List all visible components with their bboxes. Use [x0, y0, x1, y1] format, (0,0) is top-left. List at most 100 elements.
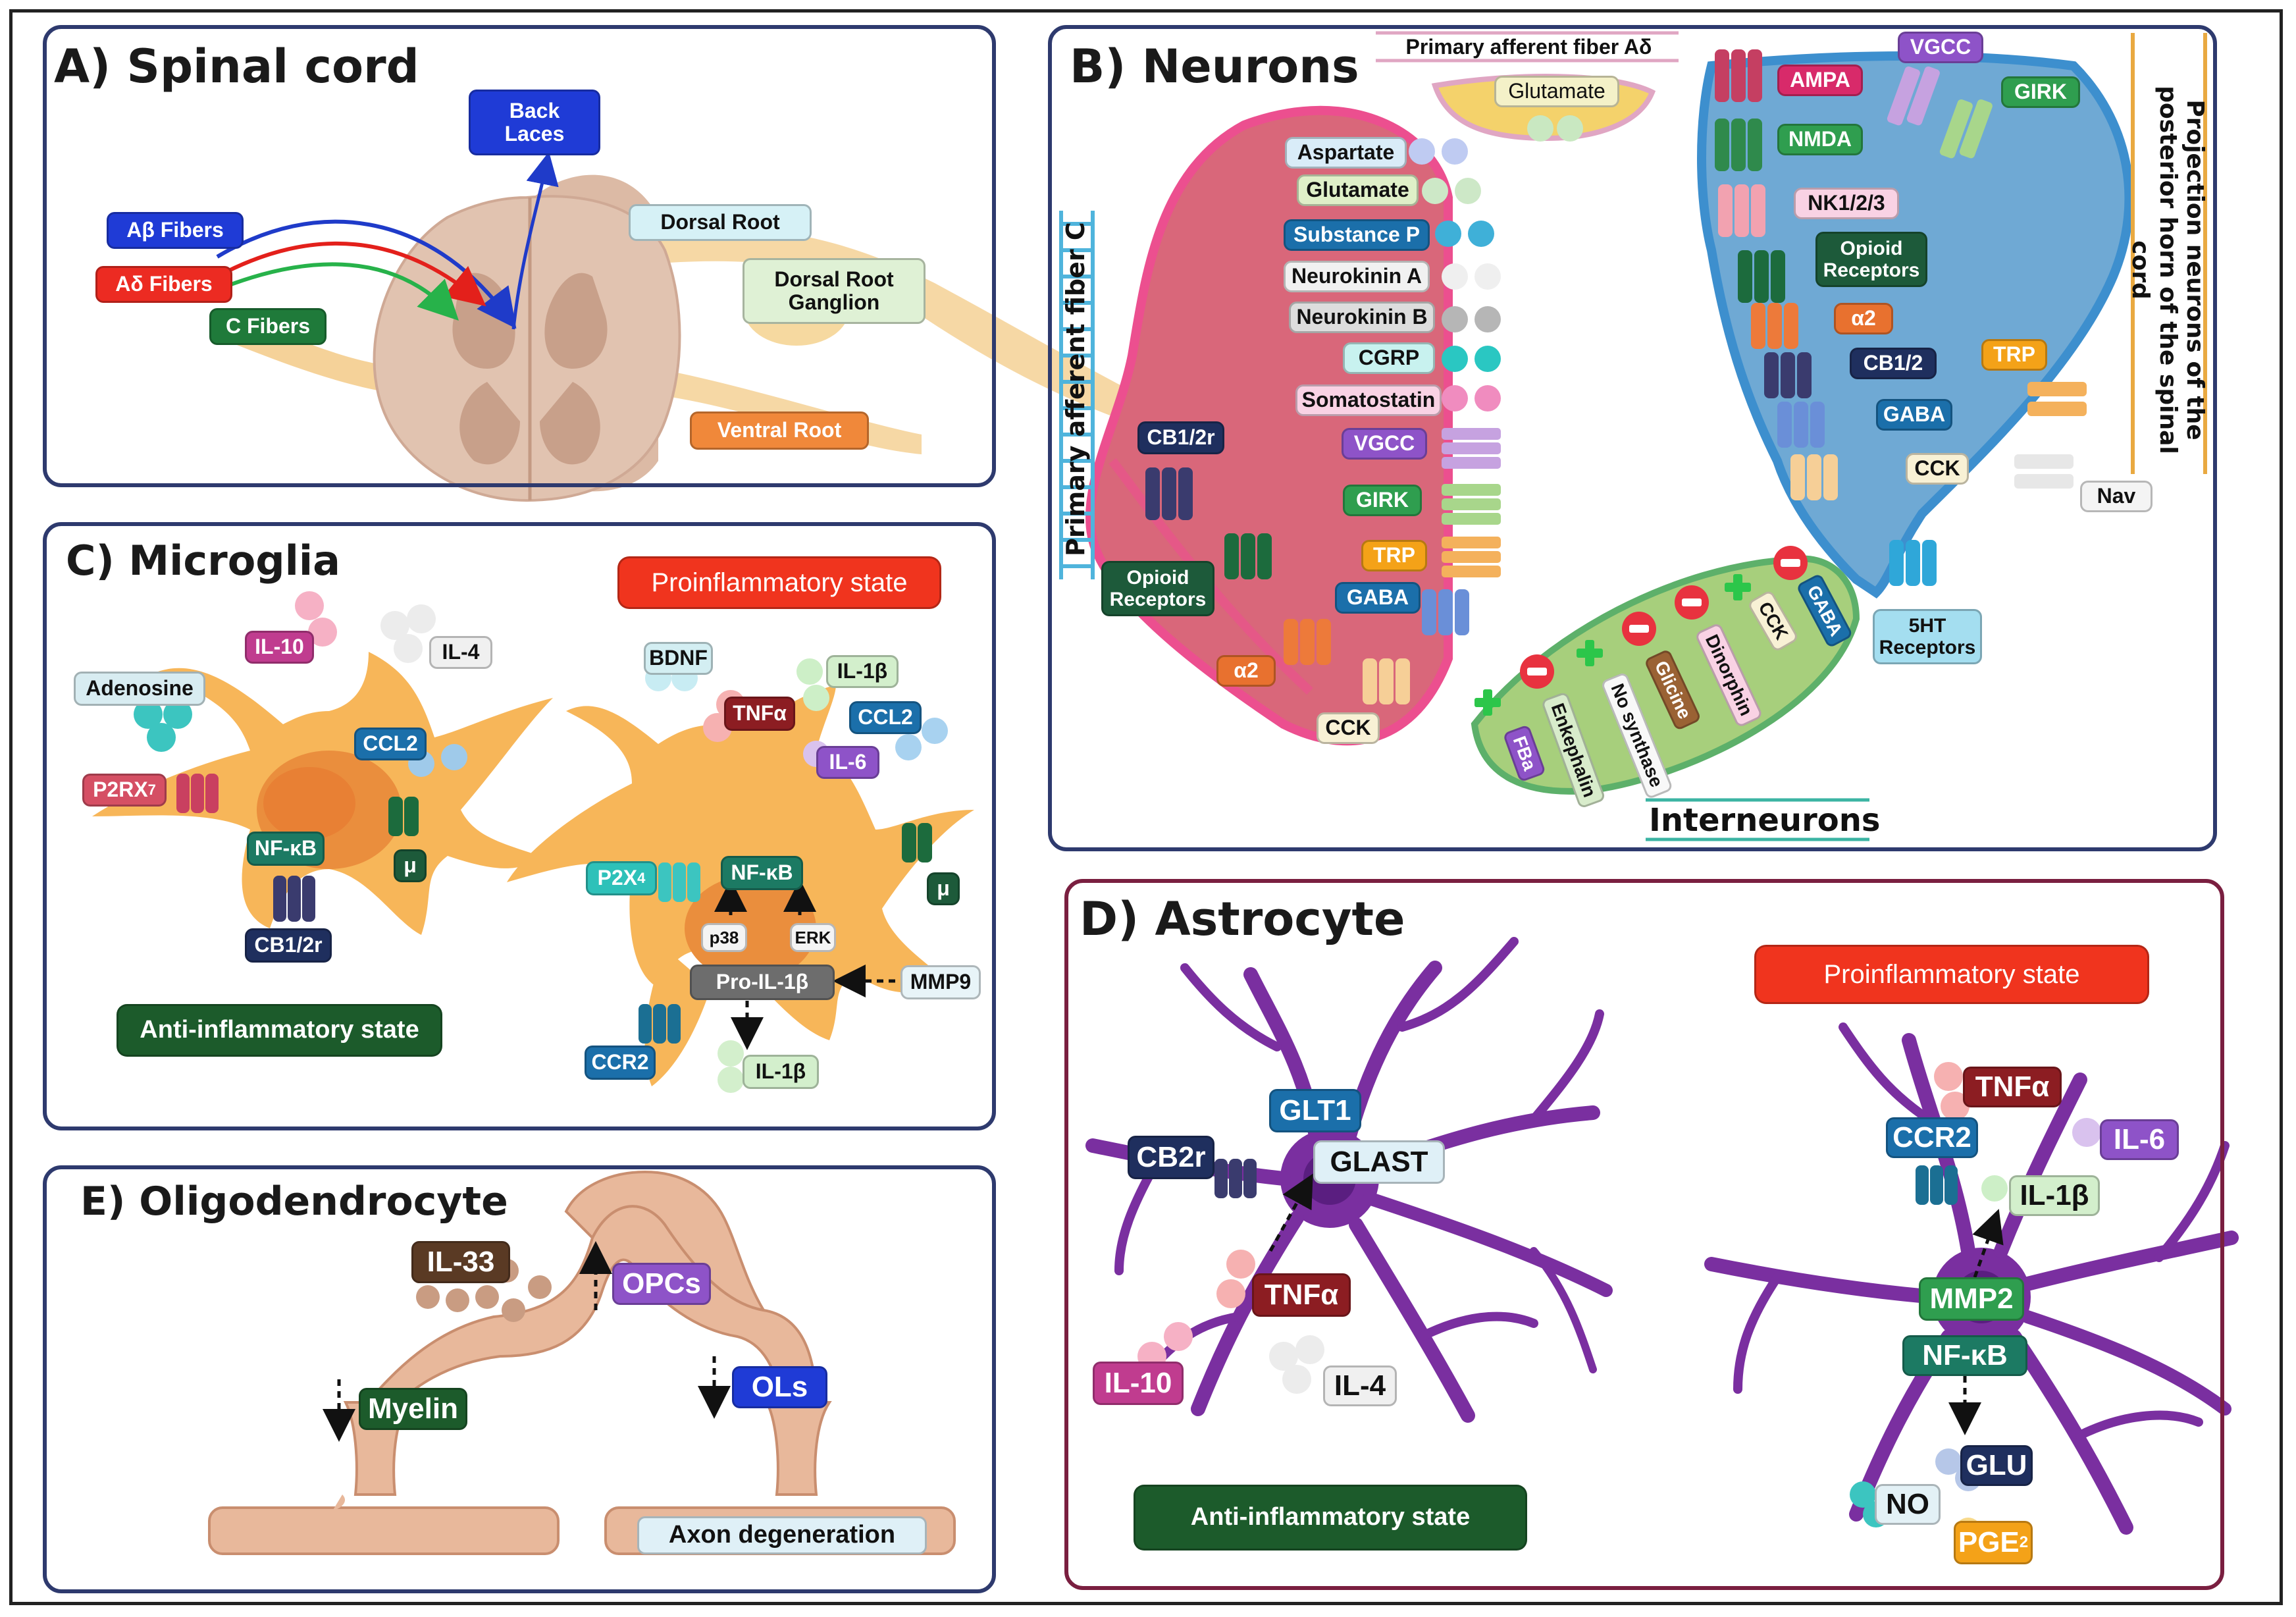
proj-ampa-label: AMPA: [1777, 65, 1863, 96]
microglia-mu-left-label: μ: [394, 849, 427, 882]
afferent-c-label: Primary afferent fiber C: [1061, 222, 1090, 556]
panel-e-title: E) Oligodendrocyte: [80, 1179, 508, 1225]
adenosine-label: Adenosine: [74, 672, 205, 706]
glt1-label: GLT1: [1269, 1089, 1361, 1132]
panel-b-box: [1048, 25, 2217, 851]
figure-frame: [9, 9, 2283, 1605]
panel-d-title: D) Astrocyte: [1080, 892, 1405, 946]
p2x4-text: P2X: [597, 866, 638, 890]
microglia-il4-label: IL-4: [429, 636, 492, 669]
astrocyte-nfkb-label: NF-κB: [1902, 1335, 2027, 1376]
il33-label: IL-33: [411, 1241, 510, 1283]
microglia-cb12r-label: CB1/2r: [245, 928, 332, 963]
microglia-ccl2-left-label: CCL2: [354, 728, 427, 760]
c-fiber-label-glutamate: Glutamate: [1297, 174, 1419, 206]
microglia-nfkb-right-label: NF-κB: [721, 856, 803, 890]
astrocyte-il6-label: IL-6: [2100, 1119, 2179, 1160]
microglia-ccl2-right-label: CCL2: [849, 701, 922, 734]
astrocyte-tnfa-right-label: TNFα: [1963, 1067, 2062, 1107]
c-fiber-cck-label: CCK: [1317, 712, 1380, 744]
mmp2-label: MMP2: [1919, 1277, 2024, 1321]
cb2r-label: CB2r: [1128, 1136, 1214, 1179]
drg-label: Dorsal Root Ganglion: [743, 258, 926, 324]
astrocyte-anti-state-label: Anti-inflammatory state: [1134, 1485, 1527, 1551]
glast-label: GLAST: [1313, 1140, 1445, 1184]
glu-label: GLU: [1960, 1445, 2033, 1486]
p2rx7-subscript: 7: [147, 781, 156, 798]
panel-c-title: C) Microglia: [66, 537, 341, 585]
erk-label: ERK: [790, 923, 836, 952]
microglia-il6-label: IL-6: [816, 746, 879, 779]
proj-girk-label: GIRK: [2001, 76, 2080, 108]
microglia-anti-state-label: Anti-inflammatory state: [117, 1004, 442, 1057]
c-fiber-a2-label: α2: [1216, 655, 1276, 687]
proj-nav-label: Nav: [2080, 481, 2152, 512]
pge2-text: PGE: [1958, 1525, 2020, 1558]
microglia-il1b-top-label: IL-1β: [826, 655, 899, 688]
proj-a2-label: α2: [1834, 303, 1893, 334]
c-fiber-label-vgcc: VGCC: [1342, 428, 1427, 460]
c-fiber-label-neurokinin-a: Neurokinin A: [1284, 261, 1430, 292]
microglia-il10-label: IL-10: [245, 631, 314, 664]
c-fiber-label-somatostatin: Somatostatin: [1295, 384, 1442, 416]
astrocyte-tnfa-left-label: TNFα: [1252, 1273, 1351, 1317]
proj-5ht-label: 5HT Receptors: [1873, 609, 1982, 664]
proj-nk-label: NK1/2/3: [1794, 188, 1899, 219]
microglia-pro-state-label: Proinflammatory state: [617, 556, 941, 609]
microglia-nfkb-left-label: NF-κB: [247, 832, 325, 866]
c-fiber-label-gaba: GABA: [1335, 582, 1421, 614]
proj-opioid-label: Opioid Receptors: [1815, 232, 1927, 287]
ad-fibers-label: Aδ Fibers: [95, 266, 232, 303]
proj-gaba-label: GABA: [1876, 399, 1952, 431]
c-fiber-label-neurokinin-b: Neurokinin B: [1289, 302, 1435, 333]
astrocyte-il4-label: IL-4: [1323, 1365, 1397, 1406]
c-fiber-opioid-label: Opioid Receptors: [1101, 561, 1214, 616]
c-fiber-label-girk: GIRK: [1343, 485, 1422, 516]
proj-cck-label: CCK: [1906, 453, 1969, 485]
astrocyte-molecules: [1137, 1062, 2101, 1544]
opcs-label: OPCs: [612, 1263, 711, 1305]
ab-fibers-label: Aβ Fibers: [107, 212, 244, 249]
mmp9-label: MMP9: [900, 965, 981, 999]
microglia-tnfa-label: TNFα: [724, 697, 795, 731]
pro-il1b-label: Pro-IL-1β: [690, 965, 835, 1000]
panel-c-box: [43, 522, 996, 1130]
astrocyte-il1b-label: IL-1β: [2009, 1175, 2100, 1216]
p2x4-subscript: 4: [637, 869, 646, 886]
back-laces-label: Back Laces: [469, 90, 600, 155]
c-fiber-label-substance-p: Substance P: [1284, 219, 1430, 251]
myelin-label: Myelin: [359, 1388, 467, 1430]
panel-a-box: [43, 25, 996, 487]
c-fiber-label-cgrp: CGRP: [1343, 342, 1435, 374]
p38-label: p38: [701, 923, 747, 952]
microglia-mu-right-label: μ: [927, 872, 960, 905]
bdnf-label: BDNF: [644, 642, 713, 675]
panel-d-box: [1064, 879, 2224, 1590]
proj-trp-label: TRP: [1981, 339, 2047, 371]
astrocyte-ccr2-label: CCR2: [1886, 1117, 1978, 1158]
spinal-cord-illustration: [216, 151, 1165, 502]
proj-vgcc-label: VGCC: [1898, 32, 1983, 63]
microglia-ccr2-label: CCR2: [585, 1046, 656, 1080]
c-fiber-label-trp: TRP: [1361, 540, 1427, 571]
afferent-ad-label: Primary afferent fiber Aδ: [1405, 35, 1652, 59]
astrocyte-pro-state-label: Proinflammatory state: [1754, 945, 2149, 1004]
interneurons-label: Interneurons: [1649, 802, 1881, 839]
no-label: NO: [1875, 1484, 1941, 1525]
projection-neurons-label: Projection neurons of the posterior horn…: [2127, 86, 2208, 454]
p2rx7-text: P2RX: [93, 778, 148, 802]
astrocyte-il10-label: IL-10: [1093, 1362, 1184, 1405]
panel-e-box: [43, 1165, 996, 1593]
pge2-subscript: 2: [2019, 1533, 2029, 1551]
panel-a-title: A) Spinal cord: [54, 40, 419, 93]
ols-label: OLs: [732, 1366, 827, 1408]
proj-nmda-label: NMDA: [1777, 124, 1863, 155]
panel-b-title: B) Neurons: [1070, 40, 1359, 93]
c-fiber-label-aspartate: Aspartate: [1285, 137, 1407, 169]
axon-degeneration-label: Axon degeneration: [637, 1516, 927, 1554]
c-fibers-label: C Fibers: [209, 308, 326, 345]
c-fiber-cb12r-label: CB1/2r: [1137, 421, 1224, 454]
